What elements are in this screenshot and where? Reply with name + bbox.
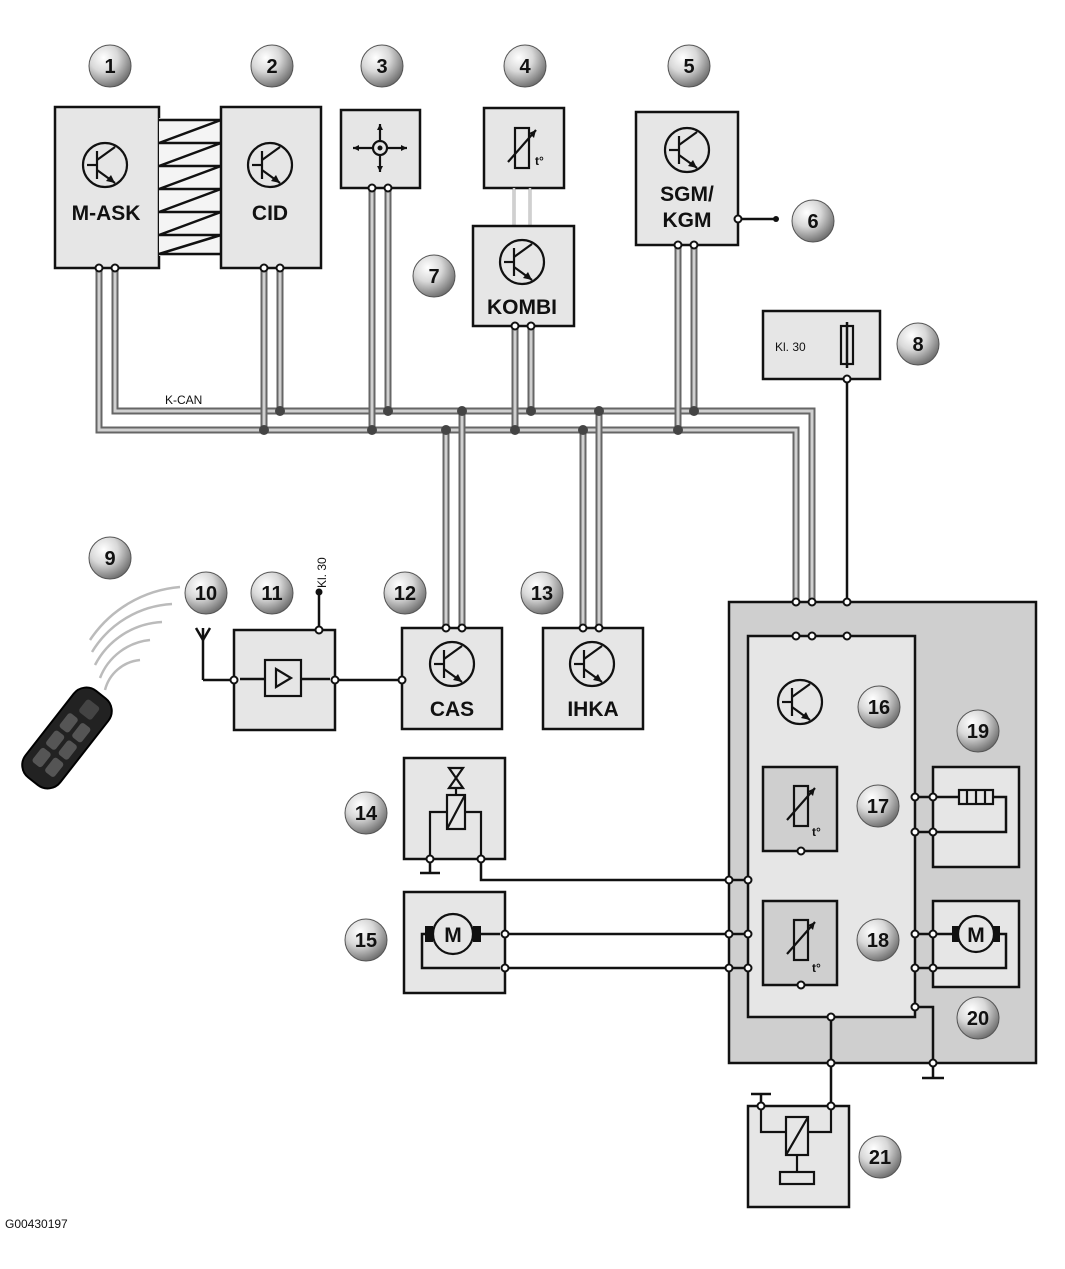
callout-14: 14 bbox=[344, 791, 388, 835]
temperature-symbol-18: t° bbox=[812, 961, 821, 975]
callout-21: 21 bbox=[858, 1135, 902, 1179]
svg-text:6: 6 bbox=[807, 211, 818, 233]
svg-text:15: 15 bbox=[355, 930, 377, 952]
motor-module-left: M bbox=[402, 890, 745, 995]
callout-6: 6 bbox=[791, 199, 835, 243]
image-code: G00430197 bbox=[5, 1217, 68, 1231]
m-ask-label: M-ASK bbox=[72, 202, 141, 225]
cid-module: CID bbox=[219, 105, 323, 273]
ground-symbol-enclosure bbox=[918, 1005, 944, 1080]
kombi-module: KOMBI bbox=[471, 224, 576, 331]
callout-16: 16 bbox=[857, 685, 901, 729]
k-can-label: K-CAN bbox=[165, 393, 202, 407]
svg-text:8: 8 bbox=[912, 334, 923, 356]
svg-text:11: 11 bbox=[261, 583, 282, 605]
callout-11: 11 bbox=[250, 571, 294, 615]
kl30-label: Kl. 30 bbox=[775, 340, 806, 354]
svg-text:5: 5 bbox=[683, 56, 694, 78]
optical-link bbox=[158, 118, 222, 256]
motor-symbol-left: M bbox=[444, 924, 462, 947]
callout-8: 8 bbox=[896, 322, 940, 366]
sgm-kgm-label-line1: SGM/ bbox=[660, 183, 714, 206]
m-ask-module: M-ASK bbox=[53, 105, 161, 273]
controller-joystick-icon bbox=[353, 124, 407, 172]
temperature-sensor-18: t° bbox=[761, 899, 839, 990]
motor-symbol-right: M bbox=[967, 924, 985, 947]
cas-module: CAS bbox=[397, 623, 504, 731]
cas-label: CAS bbox=[430, 698, 474, 721]
remote-key-icon bbox=[21, 585, 181, 790]
heater-element-module bbox=[910, 765, 1021, 869]
ihka-label: IHKA bbox=[567, 698, 618, 721]
callout-15: 15 bbox=[344, 918, 388, 962]
svg-text:4: 4 bbox=[519, 56, 531, 78]
blower-motor-module: M bbox=[910, 899, 1021, 989]
antenna-icon bbox=[194, 627, 234, 682]
callout-19: 19 bbox=[956, 709, 1000, 753]
svg-text:14: 14 bbox=[355, 803, 378, 825]
svg-text:13: 13 bbox=[531, 583, 553, 605]
k-can-bus bbox=[95, 184, 816, 638]
valve-icon bbox=[428, 766, 483, 858]
kombi-label: KOMBI bbox=[487, 296, 557, 319]
callout-markers: 1 2 3 4 5 6 7 8 9 10 11 12 13 14 15 16 1… bbox=[88, 44, 1000, 1179]
svg-text:9: 9 bbox=[104, 548, 115, 570]
svg-text:19: 19 bbox=[967, 721, 989, 743]
callout-7: 7 bbox=[412, 254, 456, 298]
solenoid-valve-module bbox=[402, 756, 745, 882]
sgm-kgm-label-line2: KGM bbox=[663, 209, 712, 232]
temperature-symbol-17: t° bbox=[812, 825, 821, 839]
callout-12: 12 bbox=[383, 571, 427, 615]
callout-18: 18 bbox=[856, 918, 900, 962]
callout-17: 17 bbox=[856, 784, 900, 828]
svg-text:7: 7 bbox=[428, 266, 439, 288]
callout-20: 20 bbox=[956, 996, 1000, 1040]
radio-waves-icon bbox=[88, 585, 181, 691]
svg-text:20: 20 bbox=[967, 1008, 989, 1030]
svg-text:16: 16 bbox=[868, 697, 890, 719]
callout-5: 5 bbox=[667, 44, 711, 88]
callout-13: 13 bbox=[520, 571, 564, 615]
ihka-module: IHKA bbox=[541, 623, 645, 731]
svg-text:10: 10 bbox=[195, 583, 217, 605]
svg-text:21: 21 bbox=[869, 1147, 891, 1169]
svg-text:17: 17 bbox=[867, 796, 889, 818]
temperature-sensor-17: t° bbox=[761, 765, 839, 856]
receiver-amplifier-module: Kl. 30 bbox=[229, 557, 402, 732]
svg-text:18: 18 bbox=[867, 930, 889, 952]
cid-label: CID bbox=[252, 202, 288, 225]
relay-module bbox=[746, 1020, 851, 1209]
callout-3: 3 bbox=[360, 44, 404, 88]
callout-10: 10 bbox=[184, 571, 228, 615]
sgm-kgm-module: SGM/ KGM bbox=[634, 110, 779, 250]
svg-text:12: 12 bbox=[394, 583, 416, 605]
callout-2: 2 bbox=[250, 44, 294, 88]
svg-text:2: 2 bbox=[266, 56, 277, 78]
callout-4: 4 bbox=[503, 44, 547, 88]
callout-1: 1 bbox=[88, 44, 132, 88]
callout-9: 9 bbox=[88, 536, 132, 580]
svg-text:1: 1 bbox=[104, 56, 115, 78]
controller-module bbox=[339, 108, 422, 193]
temperature-symbol: t° bbox=[535, 154, 544, 168]
temperature-sensor-module: t° bbox=[482, 106, 566, 226]
kl30-vertical-label: Kl. 30 bbox=[315, 557, 329, 588]
kl30-fuse-module: Kl. 30 bbox=[761, 309, 882, 634]
svg-text:3: 3 bbox=[376, 56, 387, 78]
